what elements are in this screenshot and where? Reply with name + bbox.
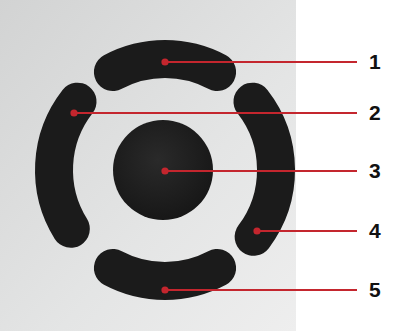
down-button [113,268,217,281]
photo-background [0,0,296,331]
callout-number: 1 [369,51,381,73]
leader-dot [255,229,260,234]
leader-line [74,112,357,114]
leader-line [165,61,357,63]
leader-line [257,230,357,232]
leader-line [165,170,357,172]
right-button [252,102,276,237]
leader-dot [163,60,168,65]
callout-number: 2 [369,102,381,124]
left-button [54,102,78,229]
callout-number: 3 [369,160,381,182]
leader-lines [72,60,358,293]
leader-dot [72,111,77,116]
callout-number: 5 [369,279,381,301]
leader-dot [163,169,168,174]
leader-line [165,289,357,291]
callout-number: 4 [369,220,381,242]
leader-dot [163,288,168,293]
